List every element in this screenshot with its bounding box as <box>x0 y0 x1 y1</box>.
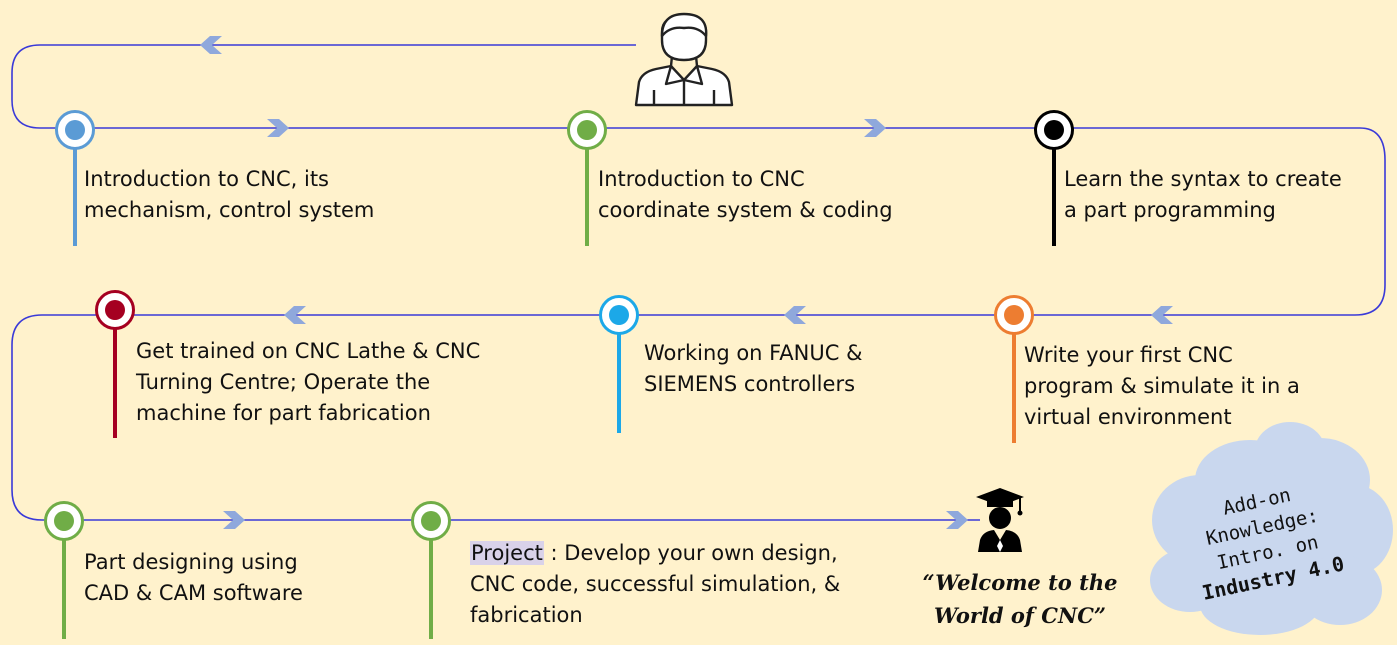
step-marker-8 <box>411 501 451 541</box>
step-label-line: a part programming <box>1064 198 1276 222</box>
step-label-line: machine for part fabrication <box>136 401 431 425</box>
step-marker-dot <box>609 305 629 325</box>
step-marker-3 <box>1034 110 1074 150</box>
person-icon <box>634 12 734 107</box>
step-marker-dot <box>54 511 74 531</box>
step-stem-4 <box>1012 333 1016 443</box>
step-stem-6 <box>113 328 117 438</box>
welcome-line-1: “Welcome to the <box>922 570 1118 595</box>
step-label-text: : Develop your own design, <box>543 541 838 565</box>
step-label-line: Turning Centre; Operate the <box>136 370 431 394</box>
step-label-line: Project : Develop your own design, <box>470 538 840 569</box>
welcome-message: “Welcome to the World of CNC” <box>900 566 1140 632</box>
path-arrow-4 <box>1151 306 1173 324</box>
step-label-line: CNC code, successful simulation, & <box>470 572 841 596</box>
path-arrow-2 <box>267 119 289 137</box>
step-marker-1 <box>55 110 95 150</box>
addon-cloud <box>1150 422 1393 635</box>
step-label-4: Write your first CNC program & simulate i… <box>1024 340 1300 433</box>
step-marker-dot <box>1044 120 1064 140</box>
welcome-line-2: World of CNC” <box>934 603 1106 628</box>
step-label-line: Part designing using <box>84 550 298 574</box>
step-marker-4 <box>994 295 1034 335</box>
step-label-line: fabrication <box>470 603 583 627</box>
step-label-line: Learn the syntax to create <box>1064 167 1342 191</box>
step-stem-1 <box>73 148 77 246</box>
step-label-3: Learn the syntax to create a part program… <box>1064 164 1342 226</box>
step-marker-dot <box>65 120 85 140</box>
path-arrow-8 <box>946 511 968 529</box>
step-marker-6 <box>95 290 135 330</box>
path-line <box>11 44 1386 521</box>
step-marker-2 <box>567 110 607 150</box>
step-label-6: Get trained on CNC Lathe & CNC Turning Ce… <box>136 336 480 429</box>
step-stem-8 <box>429 539 433 639</box>
step-marker-dot <box>577 120 597 140</box>
step-label-2: Introduction to CNC coordinate system & c… <box>598 164 893 226</box>
step-label-line: SIEMENS controllers <box>644 372 856 396</box>
step-marker-dot <box>105 300 125 320</box>
step-label-line: Get trained on CNC Lathe & CNC <box>136 339 481 363</box>
step-label-8: Project : Develop your own design, CNC co… <box>470 538 840 631</box>
graduate-icon <box>976 488 1024 552</box>
step-label-line: mechanism, control system <box>84 198 375 222</box>
step-label-line: Working on FANUC & <box>644 341 863 365</box>
path-arrow-7 <box>223 511 245 529</box>
path-arrow-1 <box>200 36 222 54</box>
step-marker-dot <box>421 511 441 531</box>
path-arrow-6 <box>284 306 306 324</box>
step-stem-3 <box>1052 148 1056 246</box>
step-stem-7 <box>62 539 66 639</box>
step-label-line: virtual environment <box>1024 405 1232 429</box>
step-marker-7 <box>44 501 84 541</box>
step-stem-5 <box>617 333 621 433</box>
step-label-line: program & simulate it in a <box>1024 374 1300 398</box>
step-label-line: Write your first CNC <box>1024 343 1233 367</box>
step-label-line: coordinate system & coding <box>598 198 893 222</box>
step-label-line: Introduction to CNC <box>598 167 805 191</box>
step-marker-dot <box>1004 305 1024 325</box>
project-keyword: Project <box>470 541 544 565</box>
path-arrow-5 <box>784 306 806 324</box>
path-arrow-3 <box>864 119 886 137</box>
step-marker-5 <box>599 295 639 335</box>
step-stem-2 <box>585 148 589 246</box>
step-label-line: Introduction to CNC, its <box>84 167 329 191</box>
step-label-1: Introduction to CNC, its mechanism, contr… <box>84 164 374 226</box>
step-label-line: CAD & CAM software <box>84 581 303 605</box>
step-label-5: Working on FANUC & SIEMENS controllers <box>644 338 862 400</box>
